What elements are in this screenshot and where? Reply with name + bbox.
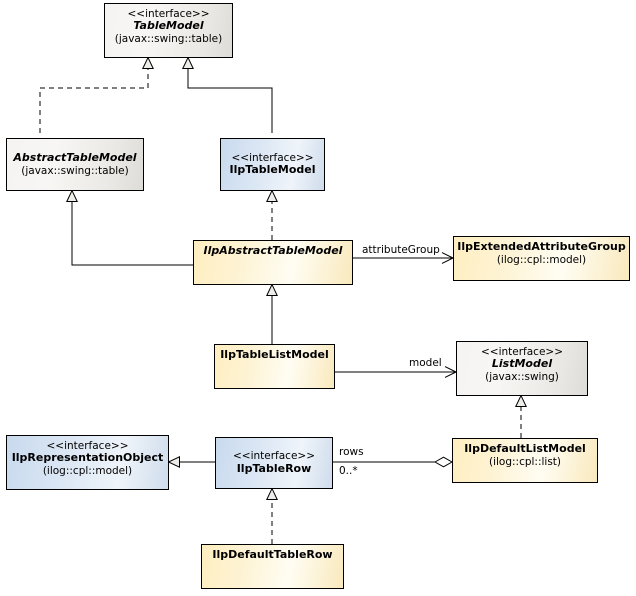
class-node-ilp-extended-attribute-group[interactable]: IlpExtendedAttributeGroup (ilog::cpl::mo… — [453, 236, 630, 281]
class-name-label: IlpTableListModel — [220, 348, 329, 361]
package-label: (ilog::cpl::model) — [42, 465, 133, 478]
class-name-label: ListModel — [491, 357, 553, 371]
class-node-ilp-default-table-row[interactable]: IlpDefaultTableRow — [201, 544, 344, 589]
edge-label-attribute-group: attributeGroup — [362, 244, 440, 256]
edge-ilptablemodel-extends-tablemodel — [182, 56, 273, 133]
package-label: (ilog::cpl::list) — [488, 455, 562, 468]
class-node-abstract-table-model[interactable]: AbstractTableModel (javax::swing::table) — [6, 138, 144, 191]
class-node-ilp-table-row[interactable]: <<interface>> IlpTableRow — [215, 437, 333, 489]
stereotype-label: <<interface>> — [46, 440, 129, 452]
stereotype-label: <<interface>> — [480, 346, 564, 358]
class-name-label: IlpRepresentationObject — [11, 451, 164, 465]
class-name-label: IlpExtendedAttributeGroup — [457, 240, 626, 253]
class-node-list-model[interactable]: <<interface>> ListModel (javax::swing) — [456, 341, 588, 396]
stereotype-label: <<interface>> — [232, 450, 316, 463]
class-node-ilp-table-list-model[interactable]: IlpTableListModel — [214, 344, 335, 389]
class-node-ilp-representation-object[interactable]: <<interface>> IlpRepresentationObject (i… — [6, 435, 169, 490]
edge-ilpabstracttablemodel-extends-abstracttablemodel — [66, 189, 193, 266]
edge-abstracttablemodel-realizes-tablemodel — [39, 56, 154, 133]
class-node-ilp-default-list-model[interactable]: IlpDefaultListModel (ilog::cpl::list) — [452, 438, 598, 483]
edge-label-model: model — [409, 357, 442, 369]
class-node-ilp-table-model[interactable]: <<interface>> IlpTableModel — [220, 138, 325, 191]
class-name-label: TableModel — [133, 19, 204, 33]
class-name-label: IlpTableRow — [236, 461, 312, 475]
class-name-label: IlpDefaultListModel — [464, 442, 586, 455]
package-label: (ilog::cpl::model) — [496, 253, 587, 266]
stereotype-label: <<interface>> — [127, 8, 210, 20]
class-node-ilp-abstract-table-model[interactable]: IlpAbstractTableModel — [193, 240, 353, 285]
stereotype-label: <<interface>> — [231, 151, 314, 164]
class-name-label: AbstractTableModel — [13, 150, 137, 164]
edge-label-rows: rows — [339, 446, 364, 458]
class-name-label: IlpTableModel — [229, 163, 316, 177]
package-label: (javax::swing::table) — [114, 33, 223, 46]
class-name-label: IlpDefaultTableRow — [212, 548, 333, 561]
class-name-label: IlpAbstractTableModel — [203, 244, 343, 257]
edge-label-rows-multiplicity: 0..* — [339, 465, 358, 477]
package-label: (javax::swing) — [485, 371, 559, 384]
package-label: (javax::swing::table) — [21, 164, 129, 177]
class-node-table-model[interactable]: <<interface>> TableModel (javax::swing::… — [104, 3, 233, 58]
